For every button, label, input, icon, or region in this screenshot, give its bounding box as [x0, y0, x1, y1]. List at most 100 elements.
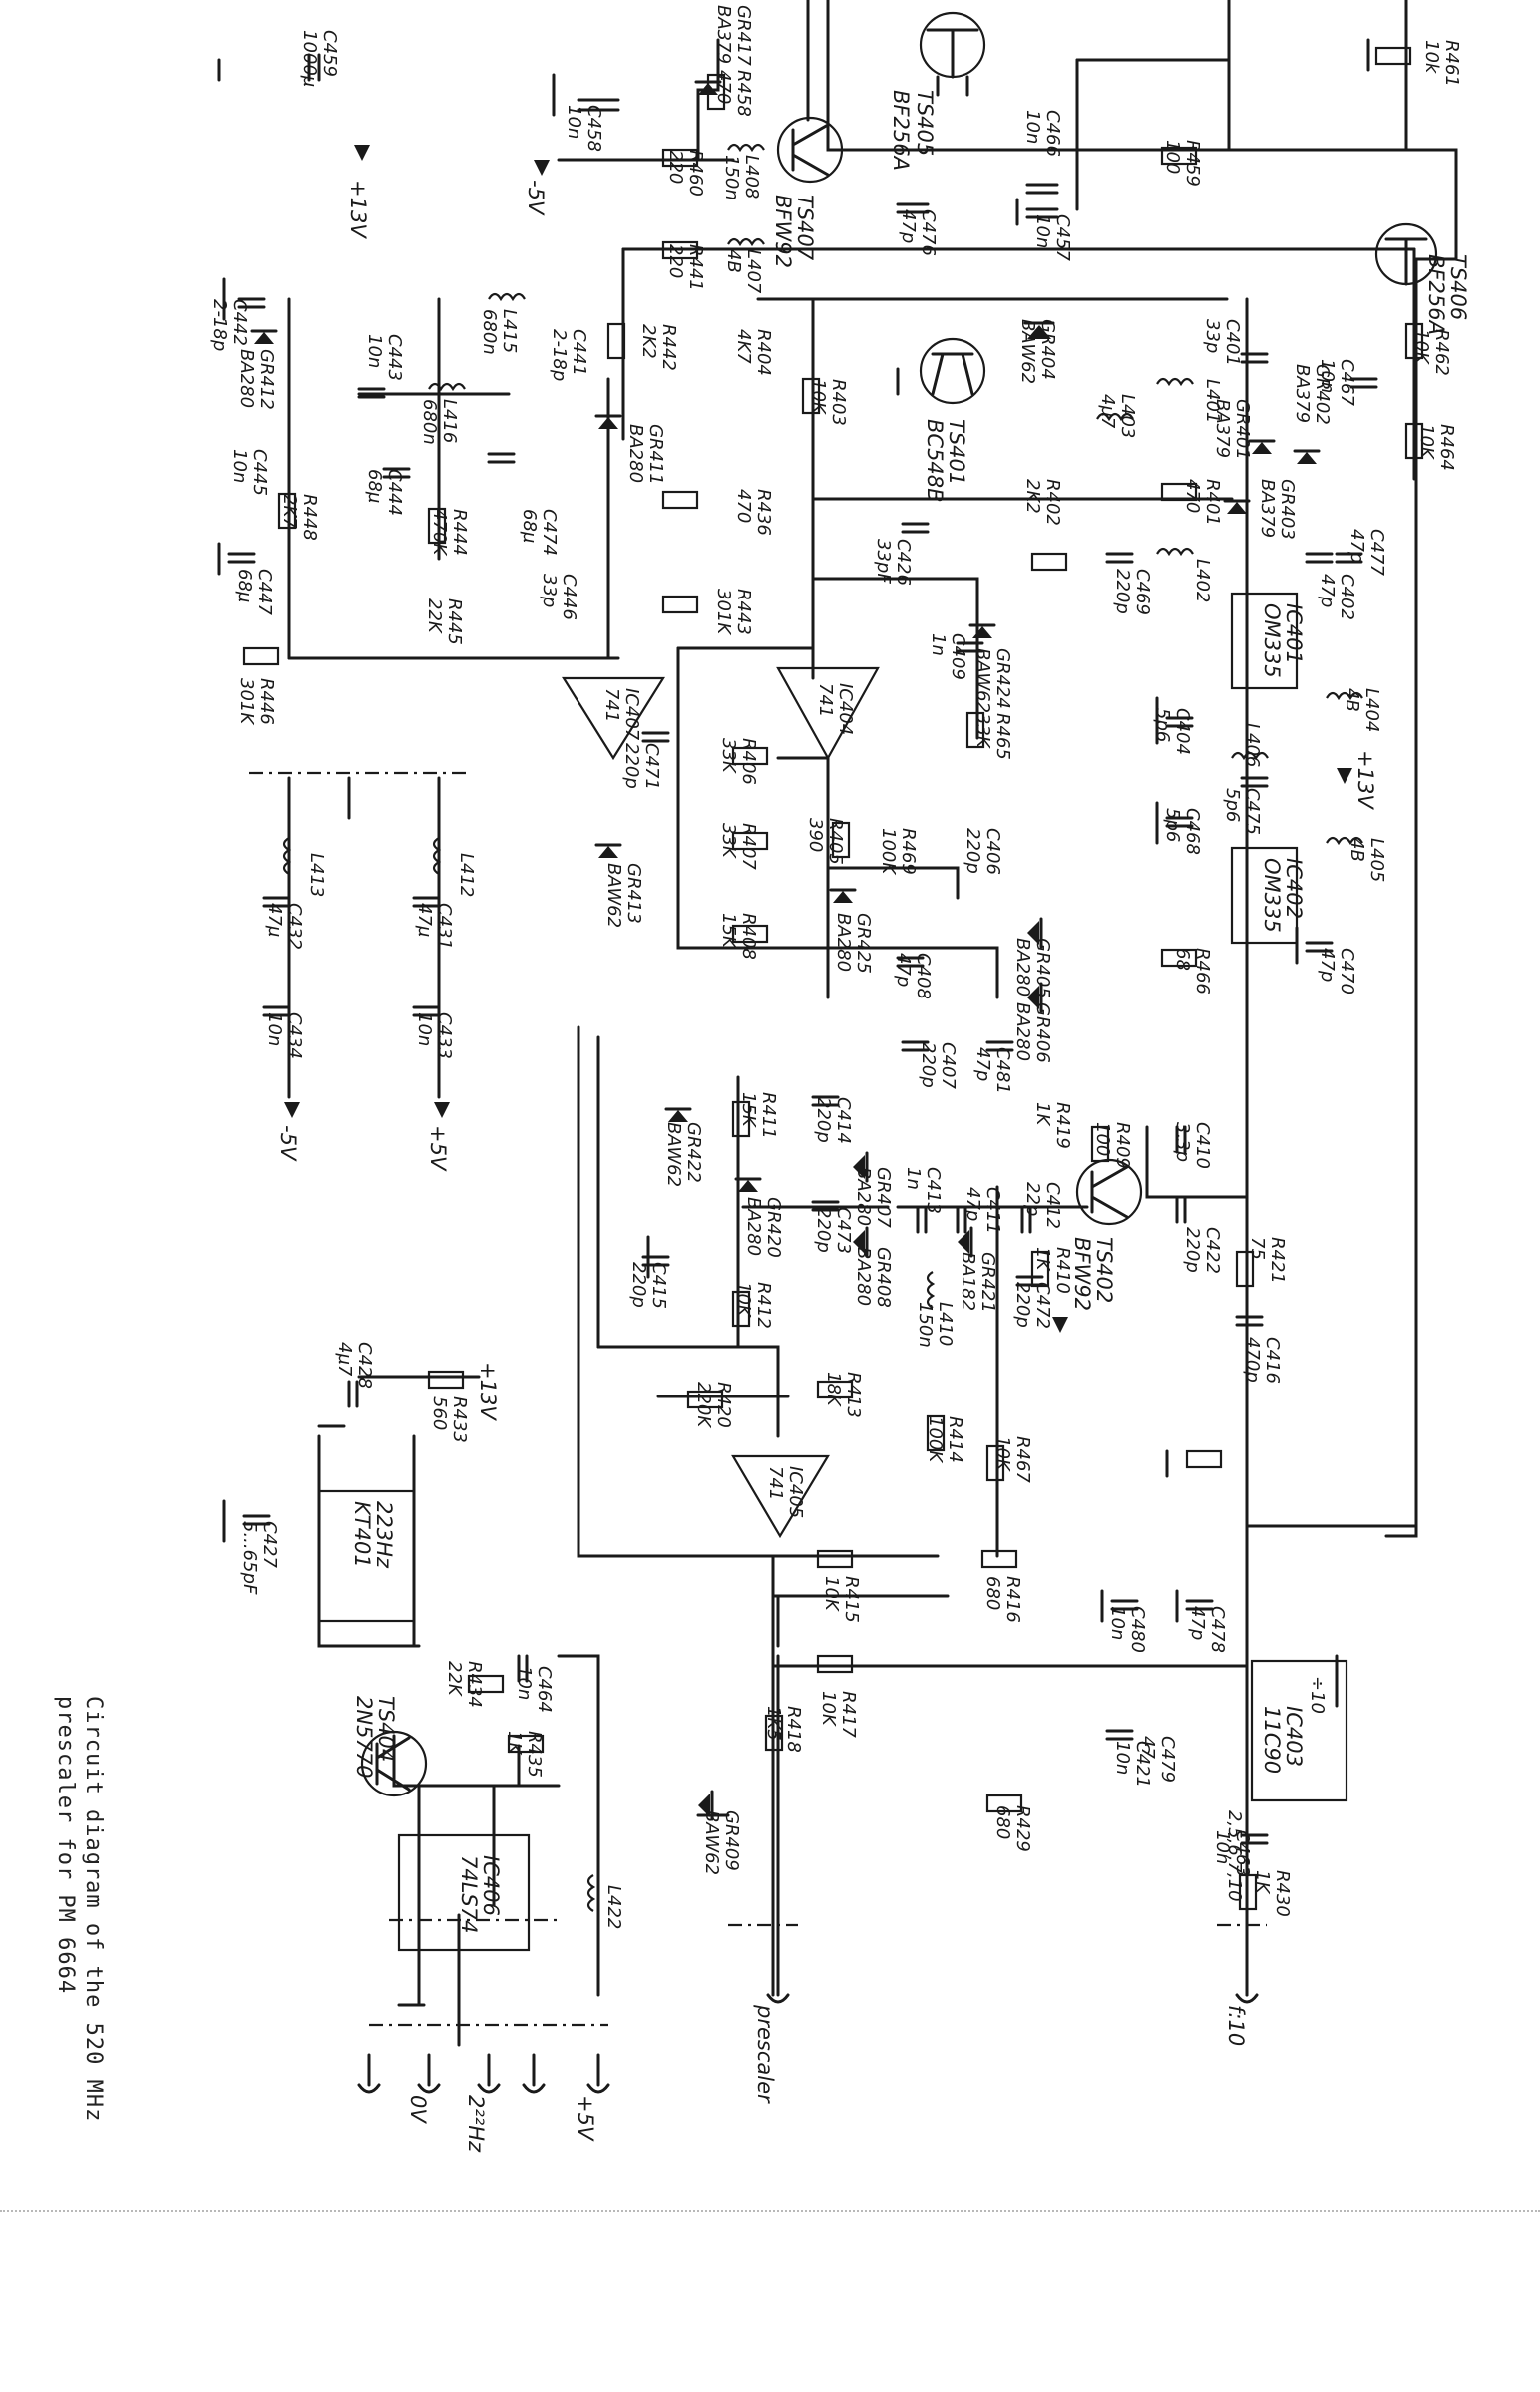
component-value-c444: 68µ — [364, 469, 385, 503]
component-value-l408: 150n — [721, 155, 742, 200]
component-value-l407: 4B — [723, 249, 744, 273]
component-ref-c443: C443 — [384, 334, 405, 381]
component-value-r434: 22K — [444, 1661, 465, 1697]
component-ref-r465: R465 — [992, 713, 1013, 760]
component-ref-r421: R421 — [1267, 1237, 1288, 1284]
component-ref-gr420: GR420 — [763, 1197, 784, 1258]
connectors — [249, 771, 1267, 2094]
component-ref-r441: R441 — [685, 244, 706, 291]
component-value-gr424: BAW62 — [972, 648, 993, 713]
component-ref-gr408: GR408 — [873, 1247, 894, 1308]
component-value-r415: 10K — [821, 1576, 842, 1612]
label-ic405: IC405 — [785, 1466, 806, 1518]
component-ref-r436: R436 — [753, 489, 774, 536]
component-value-r462: 10K — [1411, 329, 1432, 365]
component-value-l416: 680n — [419, 399, 440, 445]
component-value-r416: 680 — [982, 1576, 1003, 1610]
component-ref-r462: R462 — [1431, 329, 1452, 376]
component-value-c457: 10n — [1032, 214, 1053, 248]
component-value-r405: 390 — [805, 818, 826, 852]
component-value-r465: 33K — [972, 713, 993, 749]
component-value-c432: 47µ — [264, 903, 285, 937]
component-value-c428: 4µ7 — [334, 1342, 355, 1377]
component-ref-c466: C466 — [1042, 110, 1063, 157]
component-ref-r445: R445 — [444, 598, 465, 645]
component-ref-c404: C404 — [1172, 708, 1193, 755]
component-labels: R46110kR46210KR46410KC40133pC46710nGR402… — [209, 5, 1462, 1929]
component-ref-c481: C481 — [992, 1047, 1013, 1094]
component-ref-r461: R461 — [1441, 40, 1462, 87]
component-ref-c475: C475 — [1242, 788, 1263, 835]
component-ref-r413: R413 — [843, 1372, 864, 1418]
component-ref-c415: C415 — [648, 1262, 669, 1309]
component-ref-r429: R429 — [1012, 1805, 1033, 1852]
component-ref-c421: C421 — [1132, 1741, 1153, 1788]
component-value-r433: 560 — [429, 1396, 450, 1430]
component-value-r444: 470K — [429, 509, 450, 556]
component-ref-r401: R401 — [1202, 479, 1223, 526]
component-value-gr405: BA280 — [1012, 938, 1033, 997]
component-ref-r412: R412 — [753, 1282, 774, 1329]
transistor-ts405 — [919, 11, 986, 97]
component-ref-r403: R403 — [828, 379, 849, 426]
diodes — [250, 80, 1321, 1821]
label-ic406: IC406 — [479, 1855, 503, 1916]
component-value-c402: 47p — [1317, 574, 1338, 607]
component-value-r460: 220 — [665, 150, 686, 184]
component-ref-c467: C467 — [1337, 359, 1357, 406]
label-ts405: TS405 — [913, 90, 937, 156]
component-value-c409: 1n — [928, 633, 949, 656]
component-ref-c464: C464 — [534, 1666, 555, 1713]
ic405-triangle — [731, 1454, 830, 1539]
component-ref-gr425: GR425 — [853, 913, 874, 974]
component-value-r466: 68 — [1172, 948, 1193, 971]
component-value-gr413: BAW62 — [603, 863, 624, 928]
component-value-r413: 18K — [823, 1372, 844, 1407]
component-value-r446: 301K — [236, 678, 257, 725]
ic403-box — [1250, 1659, 1348, 1802]
ic402-box — [1230, 846, 1299, 945]
component-ref-r443: R443 — [733, 589, 754, 635]
component-value-r408: 15K — [718, 913, 739, 949]
component-ref-c410: C410 — [1192, 1122, 1213, 1169]
label-ts407-type: BFW92 — [771, 195, 795, 268]
component-ref-c447: C447 — [254, 569, 275, 615]
component-ref-gr424: GR424 — [992, 648, 1013, 709]
component-ref-c473: C473 — [833, 1207, 854, 1254]
component-ref-r458: R458 — [733, 70, 754, 117]
component-value-c468: 5p6 — [1162, 808, 1183, 842]
labels: +13V -5V -5V +5V +13V +13V TS405 BF256A … — [276, 90, 1470, 2153]
component-value-c433: 10n — [414, 1012, 435, 1046]
component-value-r441: 220 — [665, 244, 686, 278]
component-value-r406: 33K — [718, 738, 739, 774]
component-ref-c446: C446 — [559, 574, 579, 620]
component-value-c479: 47 — [1137, 1736, 1158, 1759]
component-value-r418: 1K5 — [763, 1706, 784, 1741]
component-ref-c434: C434 — [284, 1012, 305, 1059]
component-value-c445: 10n — [229, 449, 250, 483]
component-ref-c411: C411 — [982, 1187, 1003, 1234]
component-value-c476: 47p — [898, 209, 919, 243]
component-value-c416: 470p — [1242, 1337, 1263, 1383]
component-ref-c472: C472 — [1032, 1282, 1053, 1329]
capacitors — [227, 53, 1378, 1845]
component-ref-r435: R435 — [524, 1731, 545, 1778]
label-ts404-type: 2N5770 — [352, 1696, 376, 1779]
component-ref-r459: R459 — [1182, 140, 1203, 187]
label-p5v-bu: +5V — [426, 1125, 450, 1172]
component-value-c458: 10n — [564, 105, 584, 139]
label-ts402-type: BFW92 — [1070, 1237, 1094, 1311]
component-value-r461: 10k — [1421, 40, 1442, 75]
label-kt401-freq: 223Hz — [372, 1501, 396, 1569]
label-ic403-pins: 2,5,6,7,10 — [1224, 1810, 1245, 1902]
component-ref-gr422: GR422 — [683, 1122, 704, 1183]
component-ref-c402: C402 — [1337, 574, 1357, 620]
label-ic402: IC402 — [1282, 858, 1306, 919]
component-ref-l413: L413 — [306, 853, 327, 897]
label-ts404: TS404 — [374, 1696, 398, 1762]
label-m5v-bu: -5V — [276, 1125, 300, 1162]
ic404-triangle — [776, 666, 880, 761]
component-ref-c476: C476 — [918, 209, 939, 256]
component-ref-r407: R407 — [738, 823, 759, 870]
